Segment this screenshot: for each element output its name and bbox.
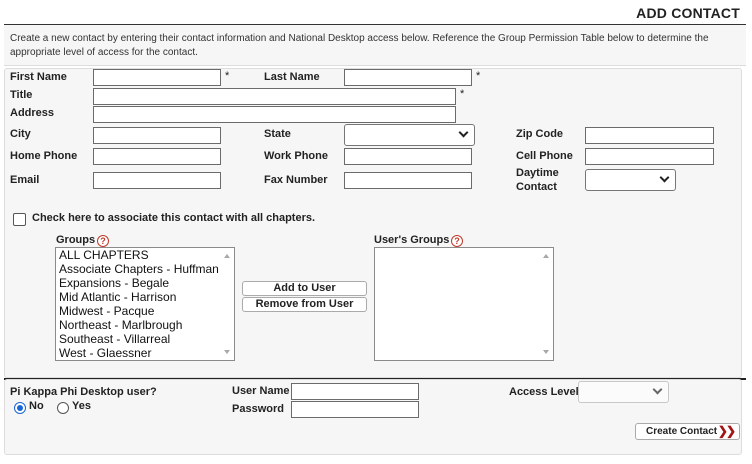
desktop-user-yes-label: Yes bbox=[72, 400, 91, 412]
scroll-up-arrow-icon[interactable] bbox=[543, 254, 549, 258]
daytime-contact-select[interactable] bbox=[585, 169, 676, 191]
email-input[interactable] bbox=[93, 172, 221, 189]
work-phone-label: Work Phone bbox=[264, 150, 328, 162]
first-name-required-marker: * bbox=[225, 70, 230, 82]
help-icon[interactable]: ? bbox=[451, 235, 463, 247]
daytime-contact-label-line2: Contact bbox=[516, 181, 557, 193]
desktop-user-no-label: No bbox=[29, 400, 44, 412]
all-chapters-checkbox-label: Check here to associate this contact wit… bbox=[32, 212, 316, 224]
page-title: ADD CONTACT bbox=[636, 5, 740, 21]
chevron-down-icon bbox=[652, 384, 663, 395]
city-label: City bbox=[10, 128, 31, 140]
zip-code-label: Zip Code bbox=[516, 128, 564, 140]
users-groups-listbox[interactable] bbox=[374, 247, 554, 361]
password-input[interactable] bbox=[291, 401, 419, 418]
address-input[interactable] bbox=[93, 106, 456, 123]
zip-code-input[interactable] bbox=[585, 127, 714, 144]
last-name-label: Last Name bbox=[264, 71, 320, 83]
first-name-label: First Name bbox=[10, 71, 67, 83]
create-contact-button-label: Create Contact bbox=[646, 426, 718, 437]
group-option[interactable]: Midwest - Pacque bbox=[59, 304, 155, 318]
title-divider bbox=[4, 24, 746, 25]
group-option[interactable]: Associate Chapters - Huffman bbox=[59, 262, 219, 276]
users-groups-label: User's Groups bbox=[374, 234, 450, 246]
groups-label: Groups bbox=[56, 234, 96, 246]
last-name-required-marker: * bbox=[476, 70, 481, 82]
cell-phone-input[interactable] bbox=[585, 148, 714, 165]
users-groups-scrollbar[interactable] bbox=[539, 248, 553, 360]
daytime-contact-label-line1: Daytime bbox=[516, 167, 559, 179]
first-name-input[interactable] bbox=[93, 69, 221, 86]
groups-scrollbar[interactable] bbox=[220, 248, 234, 360]
group-option[interactable]: Northeast - Marlbrough bbox=[59, 318, 183, 332]
group-option[interactable]: West - Glaessner bbox=[59, 346, 152, 360]
chevron-down-icon bbox=[458, 127, 469, 138]
access-level-select[interactable] bbox=[578, 381, 669, 403]
password-label: Password bbox=[232, 403, 284, 415]
username-input[interactable] bbox=[291, 383, 419, 400]
city-input[interactable] bbox=[93, 127, 221, 144]
help-icon[interactable]: ? bbox=[97, 235, 109, 247]
username-label: User Name bbox=[232, 385, 290, 397]
access-level-label: Access Level bbox=[509, 386, 579, 398]
fax-number-label: Fax Number bbox=[264, 174, 328, 186]
cell-phone-label: Cell Phone bbox=[516, 150, 573, 162]
title-required-marker: * bbox=[460, 88, 465, 100]
group-option[interactable]: ALL CHAPTERS bbox=[59, 248, 149, 262]
scroll-down-arrow-icon[interactable] bbox=[543, 350, 549, 354]
state-select[interactable] bbox=[344, 124, 475, 146]
remove-from-user-button[interactable]: Remove from User bbox=[242, 297, 367, 312]
intro-text: Create a new contact by entering their c… bbox=[4, 25, 746, 66]
create-contact-button[interactable]: Create Contact ❯❯ bbox=[635, 423, 740, 440]
scroll-up-arrow-icon[interactable] bbox=[224, 254, 230, 258]
desktop-user-yes-radio[interactable] bbox=[57, 402, 69, 414]
address-label: Address bbox=[10, 107, 55, 119]
group-option[interactable]: Mid Atlantic - Harrison bbox=[59, 290, 177, 304]
desktop-user-no-radio[interactable] bbox=[14, 402, 26, 414]
group-option[interactable]: Expansions - Begale bbox=[59, 276, 170, 290]
email-label: Email bbox=[10, 174, 40, 186]
chevron-down-icon bbox=[659, 172, 670, 183]
home-phone-input[interactable] bbox=[93, 148, 221, 165]
desktop-user-question: Pi Kappa Phi Desktop user? bbox=[10, 386, 157, 398]
add-to-user-button[interactable]: Add to User bbox=[242, 281, 367, 296]
title-label: Title bbox=[10, 89, 33, 101]
double-chevron-right-icon: ❯❯ bbox=[717, 424, 736, 438]
state-label: State bbox=[264, 128, 291, 140]
all-chapters-checkbox[interactable] bbox=[13, 213, 26, 226]
group-option[interactable]: Southeast - Villarreal bbox=[59, 332, 171, 346]
home-phone-label: Home Phone bbox=[10, 150, 78, 162]
fax-number-input[interactable] bbox=[344, 172, 472, 189]
title-input[interactable] bbox=[93, 88, 456, 105]
scroll-down-arrow-icon[interactable] bbox=[224, 350, 230, 354]
work-phone-input[interactable] bbox=[344, 148, 472, 165]
last-name-input[interactable] bbox=[344, 69, 472, 86]
